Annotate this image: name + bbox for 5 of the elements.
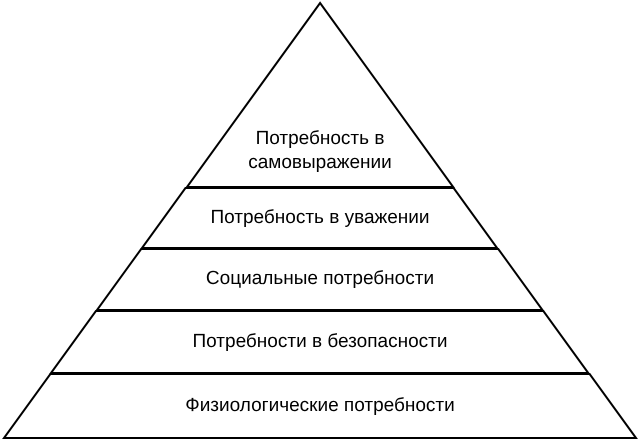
level-label: Потребность в самовыражении	[247, 127, 393, 175]
level-label: Потребности в безопасности	[192, 330, 448, 354]
level-label: Физиологические потребности	[185, 394, 455, 418]
level-label: Социальные потребности	[206, 267, 434, 291]
level-label: Потребность в уважении	[210, 206, 430, 230]
